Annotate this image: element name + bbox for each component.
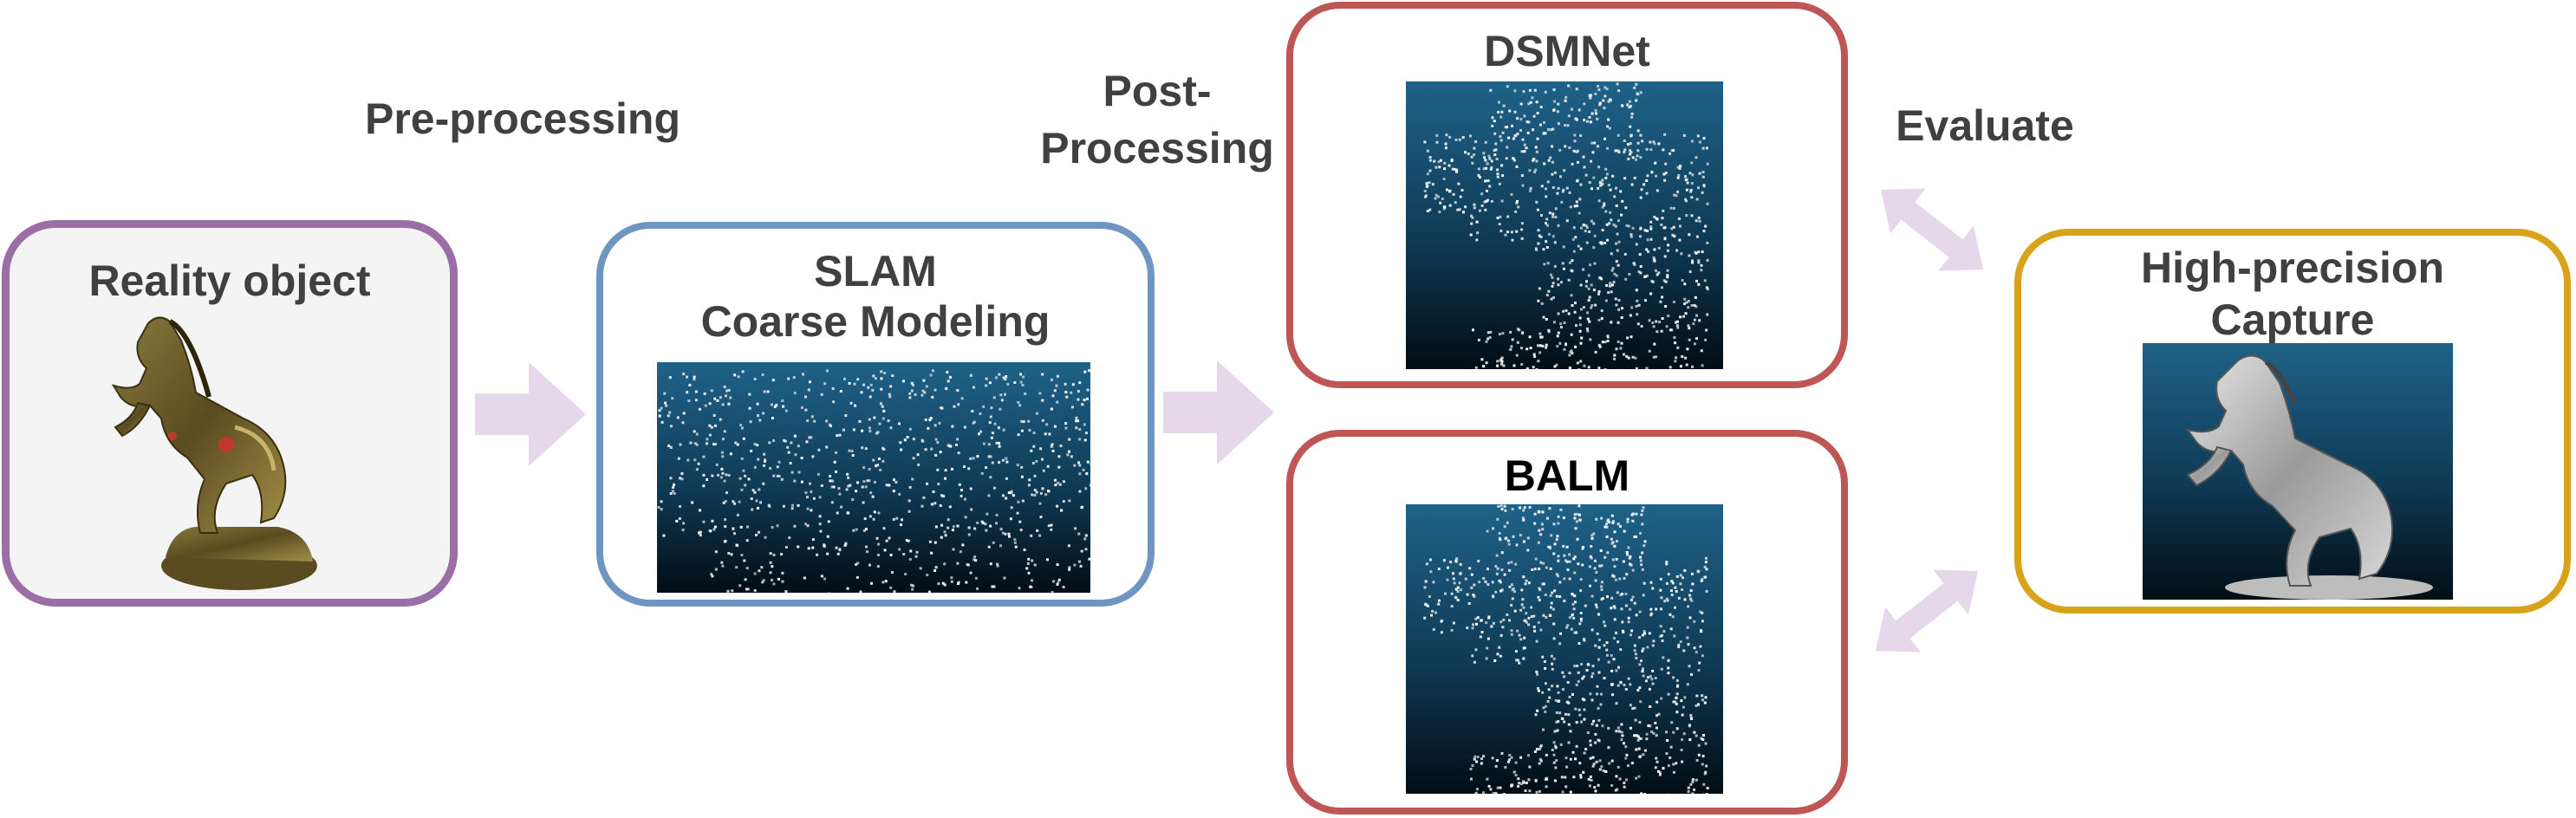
dsmnet-box: DSMNet (1286, 2, 1848, 388)
capture-title-line2: Capture (2210, 295, 2375, 344)
arrow-right-icon (475, 362, 586, 466)
arrow-right-icon (1163, 360, 1274, 464)
slam-title-line1: SLAM (814, 247, 937, 295)
post-processing-label-line1: Post- (1103, 67, 1212, 115)
slam-coarse-modeling-box: SLAM Coarse Modeling (596, 222, 1155, 607)
double-arrow-icon (1880, 188, 1984, 271)
reality-object-title: Reality object (88, 256, 371, 305)
high-precision-capture-box: High-precision Capture (2014, 229, 2571, 614)
double-arrow-icon (1875, 569, 1979, 652)
horse-statue-image (111, 316, 317, 590)
pre-processing-label: Pre-processing (364, 94, 680, 143)
reality-object-box: Reality object (2, 220, 458, 607)
balm-point-cloud-image (1406, 504, 1723, 794)
balm-title: BALM (1504, 451, 1630, 500)
post-processing-label-line2: Processing (1040, 124, 1274, 172)
evaluate-label: Evaluate (1896, 101, 2074, 150)
dsmnet-point-cloud-image (1406, 81, 1723, 369)
slam-title-line2: Coarse Modeling (700, 297, 1051, 346)
capture-point-cloud-image (2143, 343, 2453, 600)
balm-box: BALM (1286, 430, 1848, 815)
slam-point-cloud-image (657, 362, 1090, 593)
capture-title-line1: High-precision (2140, 243, 2445, 292)
dsmnet-title: DSMNet (1484, 27, 1650, 75)
